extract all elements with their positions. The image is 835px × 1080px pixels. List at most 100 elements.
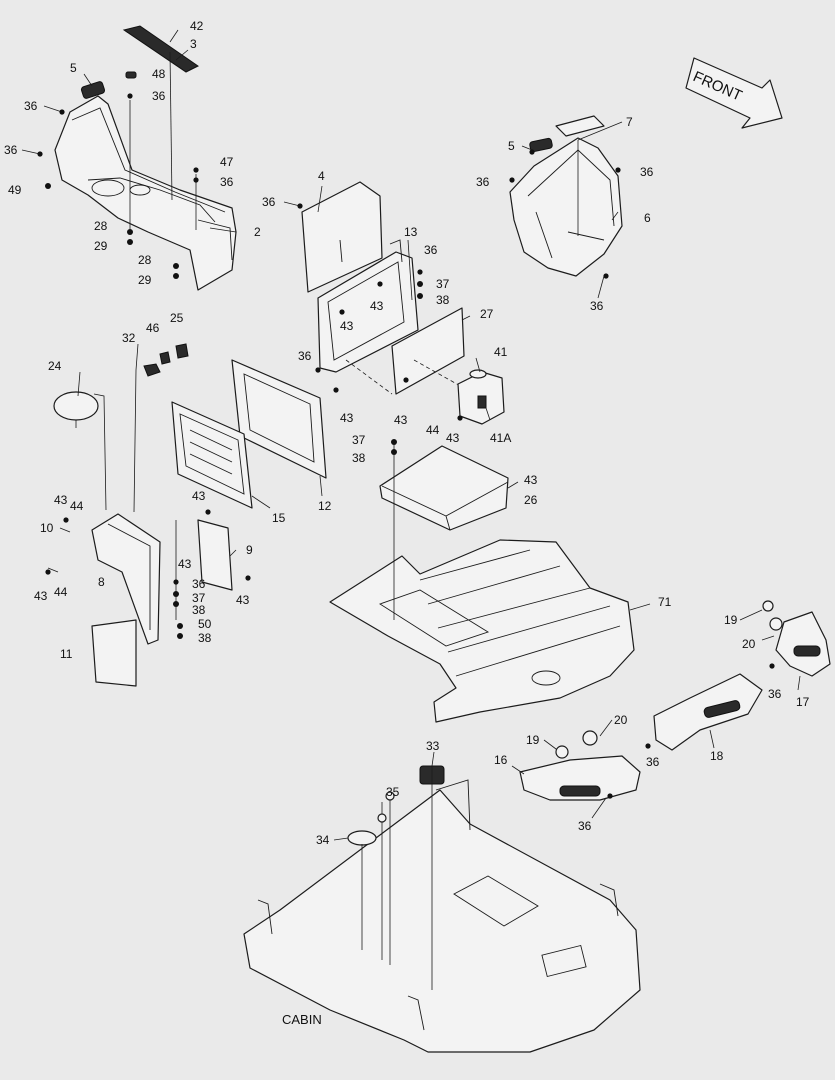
callout-38: 38 <box>436 293 450 307</box>
callout-12: 12 <box>318 499 332 513</box>
callout-43: 43 <box>446 431 460 445</box>
callout-11: 11 <box>60 647 73 661</box>
callout-36: 36 <box>640 165 654 179</box>
callout-5: 5 <box>508 139 515 153</box>
mounting-frame-13 <box>317 239 419 373</box>
callout-71: 71 <box>658 595 672 609</box>
callout-26: 26 <box>524 493 538 507</box>
callout-17: 17 <box>796 695 810 709</box>
callout-42: 42 <box>190 19 204 33</box>
callout-36: 36 <box>24 99 38 113</box>
callout-20: 20 <box>742 637 756 651</box>
filter-panel-15 <box>171 401 253 509</box>
callout-50: 50 <box>198 617 212 631</box>
callout-43: 43 <box>370 299 384 313</box>
headrest-24 <box>53 391 99 428</box>
callout-36: 36 <box>152 89 166 103</box>
floor-mat-71 <box>329 539 635 723</box>
callout-29: 29 <box>94 239 108 253</box>
panel-11 <box>91 619 137 687</box>
callout-44: 44 <box>70 499 84 513</box>
callout-labels: 42 3 48 5 36 36 36 49 47 36 28 29 28 29 … <box>4 19 810 847</box>
callout-48: 48 <box>152 67 166 81</box>
callout-44: 44 <box>54 585 68 599</box>
callout-28: 28 <box>94 219 108 233</box>
side-panel-4 <box>301 181 383 293</box>
callout-34: 34 <box>316 833 330 847</box>
callout-33: 33 <box>426 739 440 753</box>
callout-36: 36 <box>578 819 592 833</box>
callout-43: 43 <box>340 319 354 333</box>
callout-36: 36 <box>590 299 604 313</box>
callout-44: 44 <box>426 423 440 437</box>
callout-41: 41 <box>494 345 508 359</box>
right-console-part <box>509 115 623 277</box>
callout-36: 36 <box>262 195 276 209</box>
callout-43: 43 <box>340 411 354 425</box>
callout-25: 25 <box>170 311 184 325</box>
center-console-part <box>54 81 237 291</box>
callout-43: 43 <box>34 589 48 603</box>
callout-7: 7 <box>626 115 633 129</box>
air-duct-16 <box>519 755 641 801</box>
bracket-8 <box>91 513 161 645</box>
cabin-label: CABIN <box>282 1012 322 1027</box>
callout-49: 49 <box>8 183 22 197</box>
front-direction-arrow: FRONT <box>685 57 783 129</box>
callout-43: 43 <box>394 413 408 427</box>
callout-6: 6 <box>644 211 651 225</box>
callout-43: 43 <box>54 493 68 507</box>
callout-38: 38 <box>352 451 366 465</box>
callout-36: 36 <box>646 755 660 769</box>
callout-36: 36 <box>424 243 438 257</box>
callout-19: 19 <box>526 733 540 747</box>
callout-43: 43 <box>178 557 192 571</box>
callout-41A: 41A <box>490 431 511 445</box>
callout-43: 43 <box>524 473 538 487</box>
callout-37: 37 <box>352 433 366 447</box>
callout-36: 36 <box>192 577 206 591</box>
callout-36: 36 <box>220 175 234 189</box>
air-duct-17 <box>775 611 831 677</box>
callout-47: 47 <box>220 155 234 169</box>
control-box-26 <box>379 445 509 531</box>
callout-2: 2 <box>254 225 261 239</box>
callout-46: 46 <box>146 321 160 335</box>
callout-43: 43 <box>192 489 206 503</box>
callout-18: 18 <box>710 749 724 763</box>
callout-38: 38 <box>198 631 212 645</box>
console-top-mat <box>122 25 199 73</box>
callout-37: 37 <box>192 591 206 605</box>
callout-9: 9 <box>246 543 253 557</box>
callout-5: 5 <box>70 61 77 75</box>
window-frame-12 <box>231 359 327 479</box>
callout-4: 4 <box>318 169 325 183</box>
callout-24: 24 <box>48 359 62 373</box>
callout-36: 36 <box>298 349 312 363</box>
callout-29: 29 <box>138 273 152 287</box>
callout-19: 19 <box>724 613 738 627</box>
callout-16: 16 <box>494 753 508 767</box>
leader-lines <box>21 29 801 990</box>
fastener-dots <box>37 71 783 823</box>
reservoir-tank-41 <box>457 369 505 425</box>
callout-32: 32 <box>122 331 136 345</box>
callout-20: 20 <box>614 713 628 727</box>
callout-37: 37 <box>436 277 450 291</box>
callout-3: 3 <box>190 37 197 51</box>
side-panel-27 <box>391 307 465 395</box>
callout-36: 36 <box>768 687 782 701</box>
callout-35: 35 <box>386 785 400 799</box>
cabin-floor-plate <box>243 765 641 1053</box>
callout-15: 15 <box>272 511 286 525</box>
callout-38: 38 <box>192 603 206 617</box>
callout-28: 28 <box>138 253 152 267</box>
callout-8: 8 <box>98 575 105 589</box>
callout-36: 36 <box>4 143 18 157</box>
callout-13: 13 <box>404 225 418 239</box>
callout-27: 27 <box>480 307 494 321</box>
callout-43: 43 <box>236 593 250 607</box>
callout-36: 36 <box>476 175 490 189</box>
cover-9 <box>197 519 233 591</box>
